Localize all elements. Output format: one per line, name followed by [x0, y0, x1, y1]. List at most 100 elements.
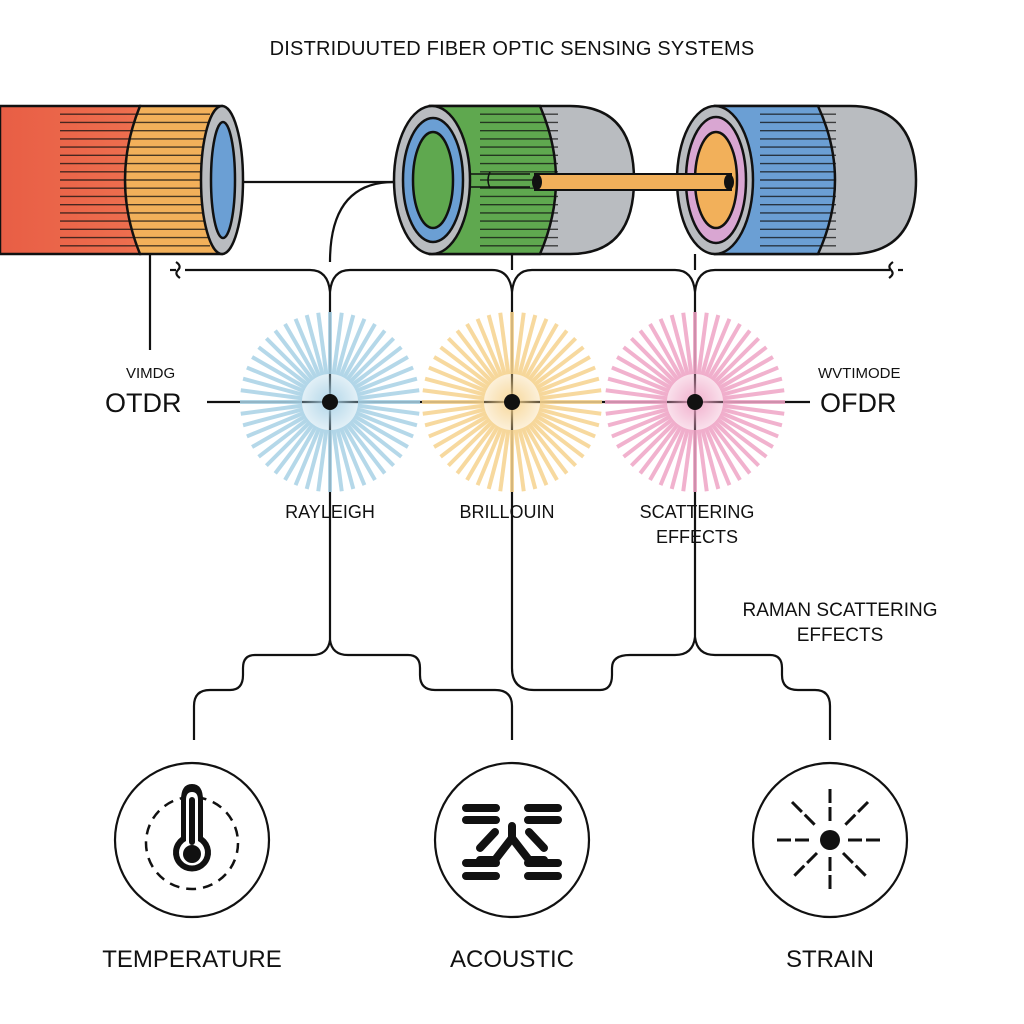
burst-ray [316, 312, 329, 375]
burst-ray [353, 414, 409, 449]
burst-ray [486, 428, 507, 490]
burst-ray [455, 422, 497, 475]
burst-ray [720, 410, 779, 439]
burst-ray [535, 414, 591, 449]
scattering-node [687, 394, 703, 410]
burst-ray [331, 312, 344, 375]
blue-core [209, 120, 237, 240]
burst-ray [703, 427, 732, 486]
burst-ray [273, 329, 315, 382]
burst-ray [648, 323, 683, 379]
rayleigh-label: RAYLEIGH [285, 502, 375, 522]
burst-ray [257, 417, 310, 459]
blue-cable [675, 104, 918, 256]
burst-ray [681, 312, 694, 375]
burst-ray [446, 420, 494, 468]
burst-ray [622, 345, 675, 387]
burst-ray [721, 407, 783, 428]
burst-ray [611, 410, 670, 439]
burst-ray [539, 388, 602, 401]
red-orange-cable [0, 104, 245, 256]
burst-ray [535, 355, 591, 390]
burst-ray [524, 323, 559, 379]
scattering-line-2: EFFECTS [655, 527, 738, 547]
burst-ray [356, 376, 418, 397]
burst-ray [335, 428, 356, 490]
burst-ray [446, 336, 494, 384]
burst-ray [700, 428, 721, 490]
burst-ray [696, 312, 709, 375]
burst-ray [532, 345, 585, 387]
burst-ray [532, 417, 585, 459]
burst-ray [242, 407, 304, 428]
burst-ray [257, 345, 310, 387]
burst-ray [720, 365, 779, 394]
burst-ray [240, 403, 303, 416]
burst-ray [629, 336, 677, 384]
burst-ray [304, 314, 325, 376]
acoustic-icon [462, 804, 562, 880]
otdr-mode-sublabel: VIMDG [126, 365, 176, 382]
burst-ray [517, 428, 538, 490]
burst-ray [428, 410, 487, 439]
burst-ray [475, 427, 504, 486]
burst-ray [357, 403, 420, 416]
raman-line-1: RAMAN SCATTERING [742, 600, 938, 621]
burst-ray [348, 420, 396, 468]
burst-ray [355, 410, 414, 439]
burst-ray [439, 345, 492, 387]
burst-ray [530, 420, 578, 468]
burst-ray [524, 425, 559, 481]
strain-icon [777, 789, 883, 891]
burst-ray [283, 323, 318, 379]
burst-ray [486, 314, 507, 376]
burst-ray [498, 312, 511, 375]
burst-ray [293, 318, 322, 377]
burst-ray [251, 414, 307, 449]
burst-ray [605, 388, 668, 401]
burst-ray [715, 417, 768, 459]
dashed-ring [144, 795, 240, 891]
green-cable [392, 104, 636, 256]
burst-ray [273, 422, 315, 475]
burst-ray [513, 312, 526, 375]
burst-ray [422, 388, 485, 401]
scatter-burst [240, 312, 420, 492]
burst-ray [681, 429, 694, 492]
burst-ray [707, 425, 742, 481]
burst-ray [607, 407, 669, 428]
burst-ray [517, 314, 538, 376]
burst-ray [710, 329, 752, 382]
burst-ray [475, 318, 504, 377]
burst-ray [611, 365, 670, 394]
burst-ray [713, 420, 761, 468]
brillouin-node [504, 394, 520, 410]
burst-ray [465, 323, 500, 379]
fiber-rod [532, 173, 734, 191]
burst-ray [439, 417, 492, 459]
burst-ray [616, 414, 672, 449]
burst-ray [715, 345, 768, 387]
burst-ray [345, 329, 387, 382]
burst-ray [537, 410, 596, 439]
burst-ray [658, 318, 687, 377]
burst-ray [424, 407, 486, 428]
burst-ray [530, 336, 578, 384]
raman-label: RAMAN SCATTERING EFFECTS [720, 598, 960, 648]
burst-ray [350, 345, 403, 387]
burst-ray [722, 403, 785, 416]
burst-ray [283, 425, 318, 481]
burst-ray [537, 365, 596, 394]
strain-label: STRAIN [785, 946, 874, 973]
burst-ray [710, 422, 752, 475]
rayleigh-node [322, 394, 338, 410]
burst-ray [718, 355, 774, 390]
burst-ray [520, 318, 549, 377]
burst-ray [293, 427, 322, 486]
burst-ray [669, 428, 690, 490]
cable-hatching [760, 113, 836, 247]
burst-ray [342, 323, 377, 379]
burst-ray [335, 314, 356, 376]
burst-ray [348, 336, 396, 384]
